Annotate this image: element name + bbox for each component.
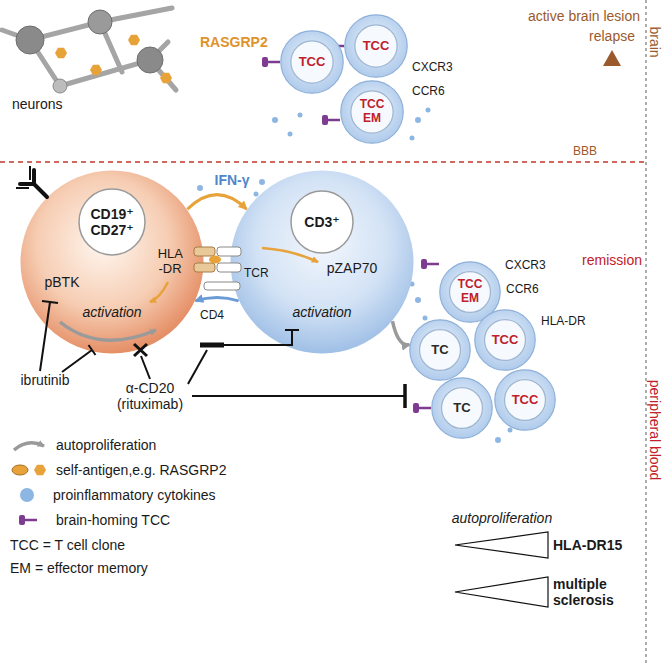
cell-text: CD3⁺	[304, 214, 339, 230]
cell-text: pZAP70	[327, 260, 378, 276]
divider-line	[645, 0, 646, 664]
cell-text: activation	[82, 304, 141, 320]
legend-symbol	[10, 459, 50, 481]
legend-text: proinflammatory cytokines	[53, 487, 216, 503]
neuron-drawing	[2, 8, 176, 93]
label-text: remission	[582, 252, 642, 268]
interaction-arrow	[392, 321, 409, 345]
label-text: HLA-DR15	[553, 537, 622, 553]
bbb-line	[0, 161, 644, 163]
label-text: relapse	[589, 28, 635, 44]
legend-swatch	[20, 488, 34, 502]
t-cell-clone: TCC EM	[340, 80, 404, 144]
t-cell: pZAP70 activation CD3⁺	[230, 170, 414, 354]
label-text: CXCR3	[412, 61, 453, 75]
t-cell-clone: TC	[409, 319, 471, 381]
cell-text: TCC	[512, 393, 539, 408]
label-text: RASGRP2	[200, 34, 268, 50]
legend-text: brain-homing TCC	[56, 512, 170, 528]
cell-text: HLA -DR	[158, 247, 183, 277]
legend-text: self-antigen,e.g. RASGRP2	[56, 462, 226, 478]
legend-text: autoproliferation	[56, 437, 156, 453]
cell-shape	[230, 170, 414, 354]
nucleus-circle: CD3⁺	[290, 190, 354, 254]
b-cell: pBTK HLA -DR activation CD19⁺ CD27⁺	[20, 170, 204, 354]
legend-row: TCC = T cell clone	[10, 534, 125, 556]
label-text: peripheral blood	[647, 380, 663, 480]
t-cell-clone: TCC	[344, 14, 408, 78]
label-text: BBB	[571, 145, 599, 159]
t-cell-clone: TCC	[494, 369, 556, 431]
cell-text: TCC EM	[360, 98, 385, 126]
t-cell-clone: TC	[431, 377, 493, 439]
cell-text: TCC	[299, 55, 326, 70]
legend-row: proinflammatory cytokines	[10, 484, 216, 506]
legend-row: brain-homing TCC	[10, 509, 170, 531]
cytokine-dots	[197, 108, 553, 444]
t-cell-clone: TCC	[474, 309, 536, 371]
label-text: neurons	[12, 96, 63, 112]
legend-row: EM = effector memory	[10, 557, 148, 579]
cell-text: TC	[431, 343, 448, 358]
legend-row: autoproliferation	[10, 434, 156, 456]
legend-symbol	[10, 434, 50, 456]
label-text: brain	[647, 26, 663, 57]
cell-text: TC	[453, 401, 470, 416]
cell-text: activation	[292, 304, 351, 320]
relapse-arrow	[603, 50, 621, 246]
interaction-arrow	[187, 195, 246, 210]
legend-row: self-antigen,e.g. RASGRP2	[10, 459, 226, 481]
t-cell-clone: TCC	[280, 30, 344, 94]
label-text: HLA-DR	[541, 315, 586, 329]
cell-text: pBTK	[44, 274, 79, 290]
legend-text: TCC = T cell clone	[10, 537, 125, 553]
label-text: ibrutinib	[20, 372, 69, 388]
label-text: autoproliferation	[452, 510, 552, 526]
legend-symbol	[10, 509, 50, 531]
interaction-arrow	[195, 297, 238, 300]
label-text: CD4	[200, 309, 224, 323]
label-text: CXCR3	[505, 259, 546, 273]
cell-text: TCC	[492, 333, 519, 348]
cell-text: CD19⁺ CD27⁺	[90, 206, 133, 238]
label-text: CCR6	[412, 85, 445, 99]
label-text: multiple sclerosis	[553, 576, 614, 608]
legend-text: EM = effector memory	[10, 560, 148, 576]
label-text: α-CD20 (rituximab)	[117, 380, 183, 412]
trend-wedges	[455, 532, 548, 607]
cell-text: TCC EM	[458, 278, 483, 306]
cell-text: TCC	[363, 39, 390, 54]
nucleus-circle: CD19⁺ CD27⁺	[78, 188, 146, 256]
label-text: IFN-γ	[215, 172, 250, 188]
t-cell-clone: TCC EM	[439, 261, 501, 323]
label-text: TCR	[244, 267, 269, 281]
label-text: active brain lesion	[528, 8, 640, 24]
label-text: CCR6	[506, 283, 539, 297]
